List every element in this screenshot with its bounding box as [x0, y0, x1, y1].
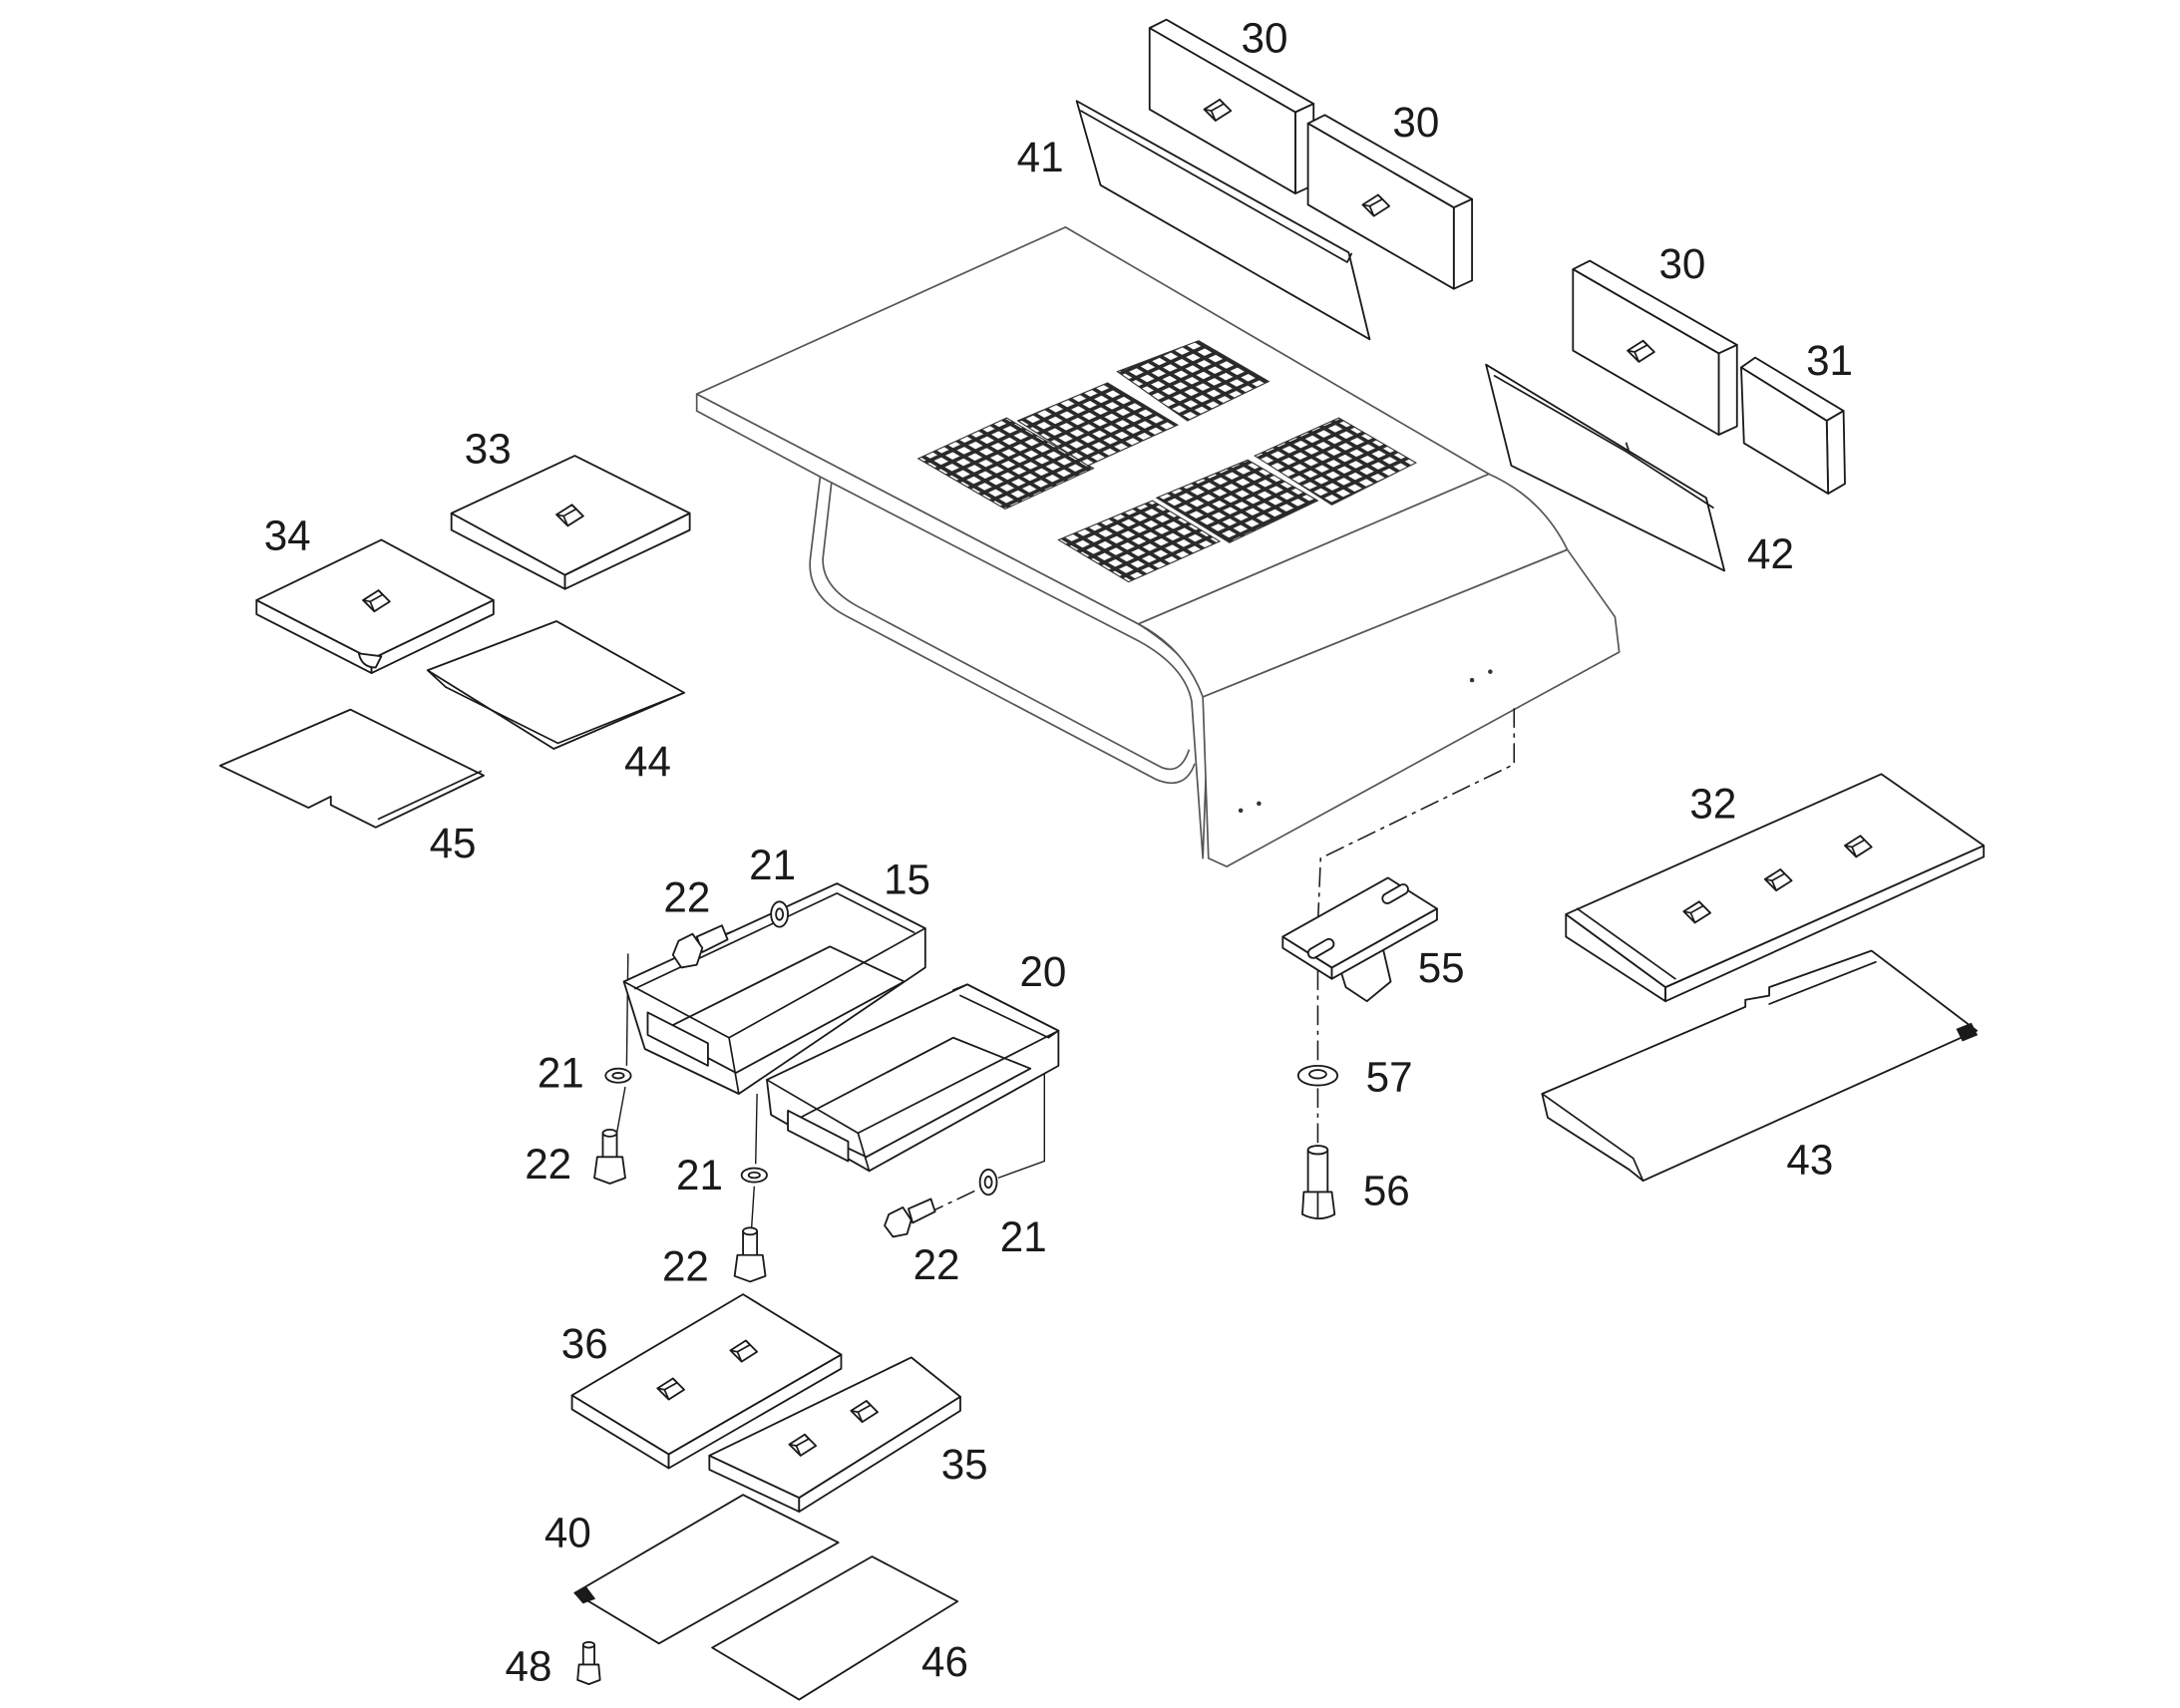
roof-left-edge — [695, 393, 1210, 859]
vent-grid — [916, 417, 1095, 511]
callout-label: 46 — [921, 1638, 968, 1685]
callout-label: 42 — [1747, 530, 1794, 577]
part-22-bolt-a — [671, 924, 729, 969]
callout-label: 35 — [941, 1441, 988, 1488]
part-21-washer-a — [770, 900, 789, 928]
part-57-washer — [1296, 1064, 1339, 1087]
part-56-bolt — [1301, 1145, 1336, 1220]
callout-label: 15 — [884, 855, 930, 902]
part-42-plate — [1485, 363, 1726, 572]
vent-grid — [1016, 382, 1180, 467]
part-43-plate — [1541, 949, 1979, 1183]
part-22-bolt-b — [593, 1128, 626, 1185]
part-35-slab — [708, 1356, 961, 1514]
part-20-tray — [766, 983, 1060, 1173]
callout-label: 30 — [1392, 99, 1439, 146]
callout-label: 34 — [264, 512, 311, 559]
part-36-slab — [570, 1293, 843, 1470]
callout-label: 57 — [1366, 1054, 1413, 1101]
callout-label: 41 — [1017, 134, 1064, 180]
part-32-beveled-block — [1565, 773, 1986, 1003]
part-21-washer-b — [604, 1067, 632, 1084]
roof-vent-grids — [916, 340, 1418, 583]
part-21-washer-c — [740, 1167, 768, 1184]
part-22-bolt-d — [884, 1197, 936, 1238]
callout-label: 40 — [545, 1510, 591, 1556]
callout-label: 36 — [561, 1320, 608, 1367]
callout-label: 43 — [1786, 1137, 1833, 1184]
part-40-sheet — [573, 1494, 840, 1645]
callout-label: 21 — [538, 1049, 584, 1096]
callout-label: 22 — [663, 874, 710, 921]
callout-label: 21 — [749, 842, 796, 888]
callout-label: 21 — [676, 1152, 723, 1198]
roof-frame-tube — [809, 476, 1196, 785]
part-33-slab — [450, 455, 691, 590]
callout-label: 30 — [1658, 240, 1705, 287]
callout-label: 22 — [525, 1141, 571, 1188]
callout-label: 45 — [430, 820, 477, 866]
part-48-screw — [576, 1640, 601, 1686]
callout-label: 22 — [913, 1241, 960, 1288]
callout-label: 22 — [662, 1242, 709, 1289]
callout-label: 21 — [1000, 1213, 1047, 1260]
part-41-strip — [1075, 100, 1371, 341]
part-21-washer-d — [978, 1169, 998, 1196]
part-22-bolt-c — [733, 1226, 767, 1283]
vent-grid — [1253, 417, 1418, 506]
part-45-sheet — [218, 708, 485, 829]
vent-grid — [1057, 500, 1222, 583]
callout-label: 56 — [1363, 1168, 1410, 1214]
callout-label: 30 — [1242, 14, 1288, 61]
part-31-block — [1740, 356, 1846, 495]
part-30-slab-c — [1573, 261, 1736, 435]
callout-labels: 30 30 41 30 31 42 33 34 44 45 32 22 21 1… — [264, 14, 1853, 1689]
callout-label: 44 — [624, 738, 671, 785]
callout-label: 31 — [1806, 337, 1853, 384]
part-44-sheet — [426, 620, 685, 750]
vent-grid — [1155, 459, 1319, 543]
part-15-tray — [622, 882, 926, 1095]
part-55-bracket — [1281, 876, 1438, 1003]
part-46-sheet — [711, 1555, 959, 1701]
callout-label: 33 — [465, 426, 512, 473]
callout-label: 48 — [506, 1642, 552, 1689]
vent-grid — [1116, 340, 1271, 422]
roof-front-face — [1202, 548, 1621, 868]
roof-mount-holes — [1238, 669, 1493, 814]
callout-label: 55 — [1418, 944, 1465, 991]
callout-label: 32 — [1689, 780, 1736, 827]
roof-canopy — [695, 225, 1621, 868]
part-34-slab — [255, 538, 495, 674]
callout-label: 20 — [1019, 948, 1066, 995]
